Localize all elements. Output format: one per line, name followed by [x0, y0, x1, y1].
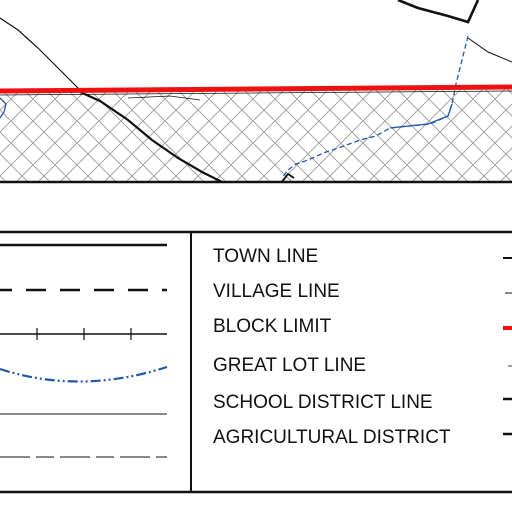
- thin-line-right: [467, 37, 512, 63]
- town-line-center: [79, 90, 223, 182]
- great-lot-line-vertical: [281, 35, 469, 179]
- agricultural-district-hatch: [0, 88, 512, 182]
- legend-label-agricultural-district: AGRICULTURAL DISTRICT: [213, 427, 451, 448]
- thin-line-school: [127, 95, 201, 101]
- legend-symbols: [0, 243, 168, 458]
- legend-label-school-district-line: SCHOOL DISTRICT LINE: [213, 392, 433, 413]
- map-area: [0, 0, 512, 182]
- great-lot-line-left: [0, 97, 7, 119]
- thin-line-left: [0, 17, 81, 91]
- town-line-top: [397, 0, 480, 24]
- legend-symbol-great-lot-line: [0, 365, 168, 383]
- legend-symbol-block-limit: [0, 328, 167, 340]
- legend-box: [0, 230, 512, 494]
- town-line-small: [281, 172, 295, 182]
- legend-label-village-line: VILLAGE LINE: [213, 281, 340, 302]
- great-lot-line-solid: [389, 103, 453, 129]
- block-limit-line: [0, 84, 512, 94]
- legend-label-block-limit: BLOCK LIMIT: [213, 316, 332, 337]
- legend-label-great-lot-line: GREAT LOT LINE: [213, 355, 367, 376]
- legend-right-symbols: [503, 257, 512, 436]
- block-limit-line-outline: [0, 90, 512, 96]
- legend-label-town-line: TOWN LINE: [213, 246, 319, 267]
